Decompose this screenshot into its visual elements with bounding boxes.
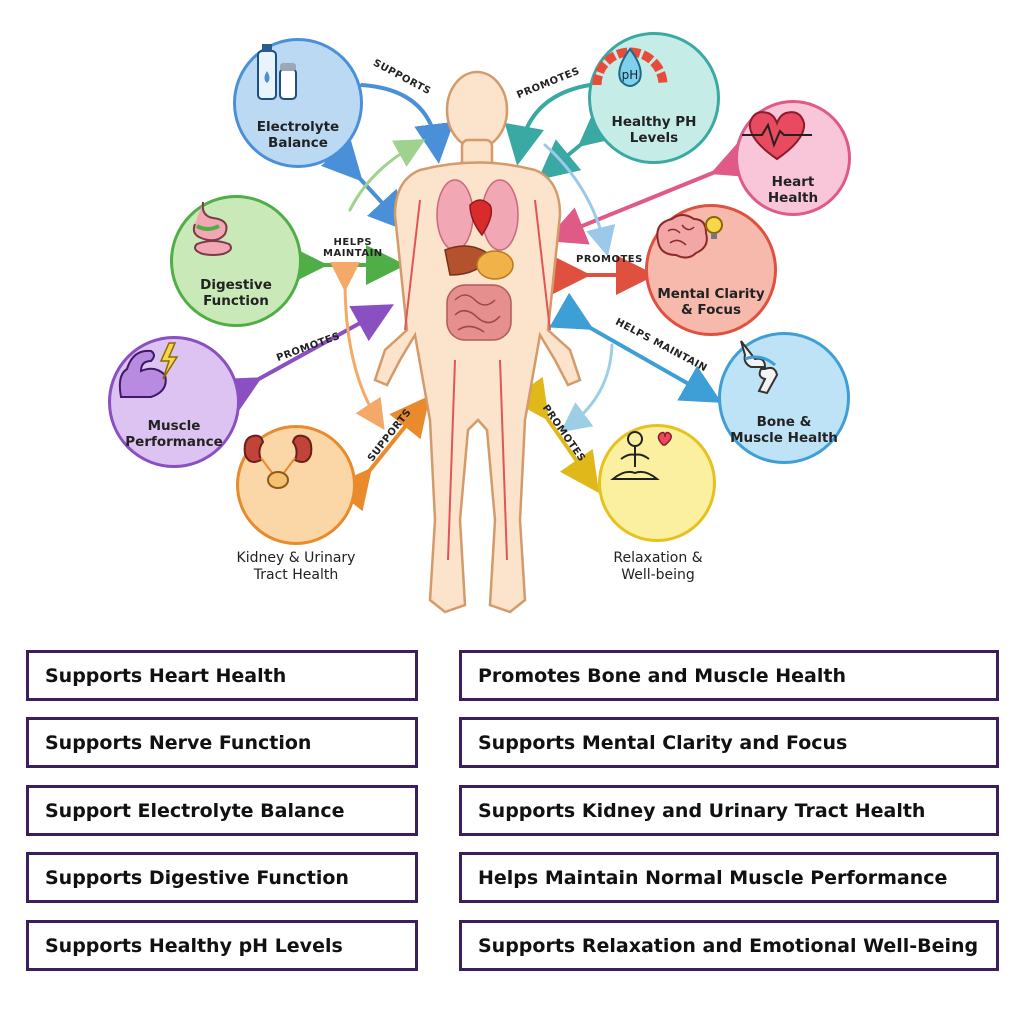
knee-joint-icon xyxy=(740,340,823,412)
stomach-intestine-icon xyxy=(192,201,275,275)
benefit-box: Supports Healthy pH Levels xyxy=(26,920,418,971)
benefit-box: Promotes Bone and Muscle Health xyxy=(459,650,999,701)
circle-label: Bone & Muscle Health xyxy=(730,414,838,446)
circle-label: Digestive Function xyxy=(200,277,272,309)
water-bottle-salt-shaker-icon xyxy=(257,44,337,117)
kidney-external-label: Kidney & Urinary Tract Health xyxy=(236,550,356,583)
relax-circle xyxy=(598,424,716,542)
circle-label: Electrolyte Balance xyxy=(256,119,340,151)
flexed-arm-lightning-icon xyxy=(118,342,213,416)
circle-label: Muscle Performance xyxy=(125,418,223,450)
connector-label-mental: PROMOTES xyxy=(576,254,643,265)
human-body xyxy=(373,70,582,614)
circle-label: Mental Clarity & Focus xyxy=(657,286,765,318)
relax-external-label: Relaxation & Well-being xyxy=(613,550,703,583)
body-organs xyxy=(404,179,551,561)
circle-label: Heart Health xyxy=(767,174,819,206)
connector-label-digestive: HELPS MAINTAIN xyxy=(323,237,383,259)
benefit-box: Supports Kidney and Urinary Tract Health xyxy=(459,785,999,836)
mental-circle: Mental Clarity & Focus xyxy=(645,204,777,336)
circle-label: Healthy PH Levels xyxy=(611,114,697,146)
heart-circle: Heart Health xyxy=(735,100,851,216)
benefits-diagram: Electrolyte Balance pH Healthy PH Levels… xyxy=(108,32,851,614)
benefit-box: Supports Mental Clarity and Focus xyxy=(459,717,999,768)
benefit-box: Supports Relaxation and Emotional Well-B… xyxy=(459,920,999,971)
bone-circle: Bone & Muscle Health xyxy=(718,332,850,464)
benefit-box: Supports Nerve Function xyxy=(26,717,418,768)
digestive-circle: Digestive Function xyxy=(170,195,302,327)
ph-text: pH xyxy=(622,68,639,82)
ph-gauge-drop-icon: pH xyxy=(592,47,693,112)
heart-pulse-icon xyxy=(742,110,832,172)
benefit-box: Supports Heart Health xyxy=(26,650,418,701)
benefit-box: Supports Digestive Function xyxy=(26,852,418,903)
muscle-circle: Muscle Performance xyxy=(108,336,240,468)
benefit-box: Support Electrolyte Balance xyxy=(26,785,418,836)
benefit-box: Helps Maintain Normal Muscle Performance xyxy=(459,852,999,903)
kidneys-bladder-icon xyxy=(243,434,335,516)
connector-arrows xyxy=(217,83,755,512)
brain-lightbulb-icon xyxy=(656,214,750,284)
body-figure-and-arrows xyxy=(217,70,755,614)
ph-circle: pH Healthy PH Levels xyxy=(588,32,720,164)
electrolyte-circle: Electrolyte Balance xyxy=(233,38,363,168)
kidney-circle xyxy=(236,425,356,545)
meditation-heart-icon xyxy=(610,431,696,514)
